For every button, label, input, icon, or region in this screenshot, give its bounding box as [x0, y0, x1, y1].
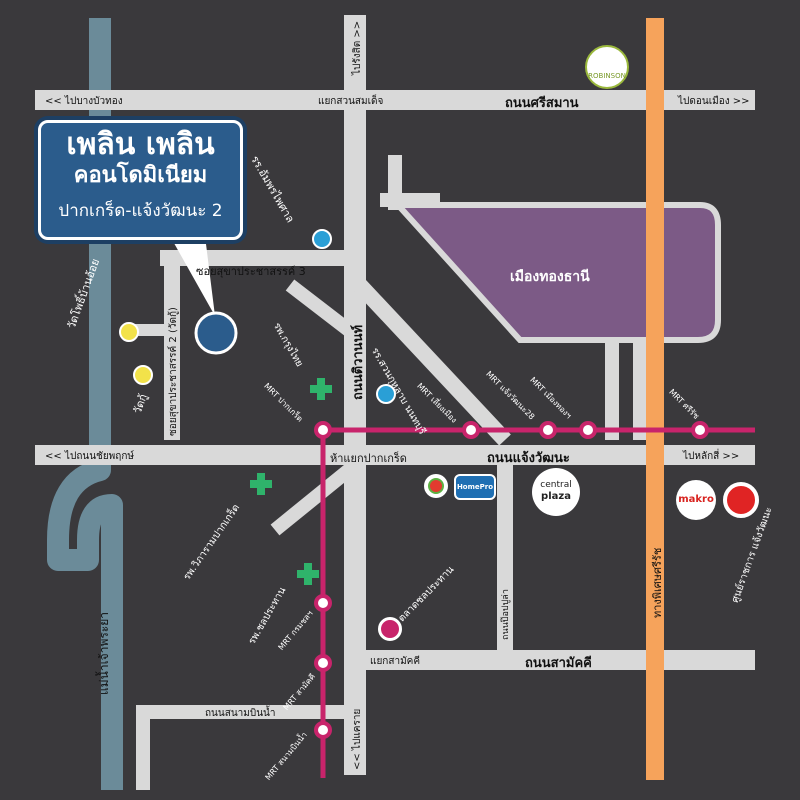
homepro-logo: HomePro	[454, 474, 496, 500]
temple-pho-marker	[119, 322, 139, 342]
station-sanambinnam	[314, 721, 332, 739]
label-samakkhi-junction: แยกสามัคคี	[370, 656, 421, 667]
station-samakkhi	[314, 654, 332, 672]
school-ampornpaisan-marker	[312, 229, 332, 249]
hospital-krungthai-icon	[310, 378, 332, 400]
station-kromchon	[314, 594, 332, 612]
station-muang-thong	[579, 421, 597, 439]
label-soi2: ซอยสุขาประชาสรรค์ 2 (วัดกู้)	[168, 307, 179, 436]
central-label-bottom: plaza	[541, 491, 571, 502]
label-to-rangsit: ไปรังสิต >>	[352, 20, 363, 75]
label-sanambinnam-road: ถนนสนามบินน้ำ	[205, 708, 276, 719]
hospital-vibharam-icon	[250, 473, 272, 495]
station-pakkret	[314, 421, 332, 439]
station-si-rat	[691, 421, 709, 439]
station-chaeng28	[539, 421, 557, 439]
label-suan-somdet-junction: แยกสวนสมเด็จ	[318, 96, 384, 107]
robinson-logo: ROBINSON	[585, 45, 629, 89]
label-soi3: ซอยสุขาประชาสรรค์ 3	[196, 265, 306, 278]
central-label-top: central	[540, 480, 572, 490]
homepro-label: HomePro	[456, 483, 494, 491]
road-popular	[349, 274, 511, 446]
gov-center-marker	[723, 482, 759, 518]
label-muang-thong-thani: เมืองทองธานี	[510, 269, 590, 285]
temple-ku-marker	[133, 365, 153, 385]
project-location: ปากเกร็ด-แจ้งวัฒนะ 2	[58, 201, 223, 221]
label-expressway: ทางพิเศษศรีรัช	[651, 547, 664, 618]
river	[47, 18, 123, 790]
label-pakkret-five-way: ห้าแยกปากเกร็ด	[330, 452, 407, 465]
makro-label: makro	[678, 494, 714, 505]
road-diag-south	[270, 459, 360, 536]
central-plaza-logo: central plaza	[532, 468, 580, 516]
hospital-chonprathan-icon	[297, 563, 319, 585]
label-river: แม่น้ำเจ้าพระยา	[97, 611, 111, 695]
label-to-chaiyaphruek: << ไปถนนชัยพฤกษ์	[45, 451, 134, 462]
robinson-label: ROBINSON	[588, 72, 626, 80]
bigc-logo-icon	[424, 474, 448, 498]
label-popular-road: ถนนป๊อปปูล่า	[501, 589, 511, 640]
project-name: เพลิน เพลิน	[66, 127, 215, 162]
label-to-bangbuathong: << ไปบางบัวทอง	[45, 96, 123, 107]
label-to-donmuang: ไปดอนเมือง >>	[678, 96, 750, 107]
road-diag-north	[285, 279, 360, 341]
label-to-khae-rai: << ไปแคราย	[352, 708, 363, 770]
school-suankularb-marker	[376, 384, 396, 404]
makro-logo: makro	[676, 480, 716, 520]
station-lieng-muang	[462, 421, 480, 439]
label-samakkhi-road: ถนนสามัคคี	[525, 656, 592, 671]
project-location-marker	[194, 311, 238, 355]
label-srisaman-road: ถนนศรีสมาน	[505, 96, 579, 111]
label-chaengwattana-road: ถนนแจ้งวัฒนะ	[487, 451, 570, 466]
project-subtitle: คอนโดมิเนียม	[73, 163, 208, 188]
project-title-box: เพลิน เพลิน คอนโดมิเนียม ปากเกร็ด-แจ้งวั…	[38, 120, 243, 240]
label-tiwanon-road: ถนนติวานนท์	[351, 324, 366, 400]
label-to-laksi: ไปหลักสี่ >>	[683, 451, 740, 462]
market-marker	[378, 617, 402, 641]
muang-thong-thani-area	[391, 202, 721, 343]
callout-pointer	[170, 236, 215, 316]
